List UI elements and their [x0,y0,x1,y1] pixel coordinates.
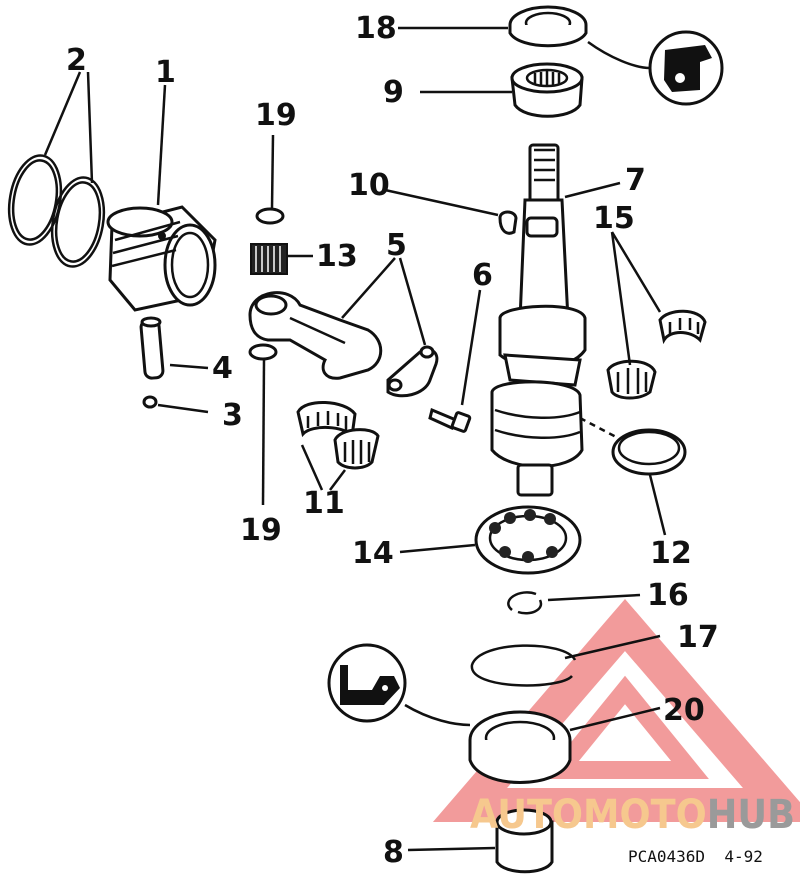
callout-18: 18 [355,11,397,46]
lower-oil-seal [468,710,572,784]
callout-19-bottom: 19 [240,513,282,548]
ball-bearing [474,505,582,575]
callout-13: 13 [316,239,358,274]
callout-5: 5 [386,228,407,263]
callout-8: 8 [383,835,404,870]
rod-needle-bearings [296,400,380,470]
watermark-text-suffix: HUB [707,792,795,838]
retaining-ring-small [507,591,543,615]
sealant-detail-bottom [327,643,407,723]
wrist-pin-needle-bearing [250,243,288,275]
piston-pin [139,316,165,380]
main-bearing-halves [606,309,707,400]
callout-numbers: 18 9 2 1 19 10 7 15 13 5 6 4 3 11 19 12 … [66,11,719,870]
upper-roller-bearing [510,62,584,118]
bushing [495,808,554,874]
top-oil-seal [508,5,588,48]
connecting-rod [248,291,383,380]
pin-retainer [142,395,158,409]
piston-rings [7,154,106,268]
callout-1: 1 [155,55,176,90]
callout-11: 11 [303,486,345,521]
callout-2: 2 [66,43,87,78]
figure-code: PCA0436D 4-92 [628,847,763,866]
rod-cap [386,345,439,398]
watermark-text-prefix: AUTOMOTO [470,792,707,838]
watermark-text: AUTOMOTOHUB [470,792,795,838]
woodruff-key [498,210,518,235]
seal-ring [611,428,687,476]
callout-16: 16 [647,578,689,613]
callout-7: 7 [625,163,646,198]
callout-12: 12 [650,536,692,571]
callout-3: 3 [222,398,243,433]
seal-ring-leader-dash [579,416,619,440]
crankshaft [490,143,587,497]
callout-14: 14 [352,536,394,571]
piston [106,205,217,312]
retaining-ring-large [470,644,577,687]
thrust-washer-bottom [248,343,278,361]
sealant-detail-top [648,30,724,106]
callout-17: 17 [677,620,719,655]
callout-10: 10 [348,168,390,203]
callout-20: 20 [663,693,705,728]
callout-4: 4 [212,351,233,386]
rod-cap-screw [428,407,472,433]
callout-15: 15 [593,201,635,236]
leader-lines [43,26,667,852]
callout-6: 6 [472,258,493,293]
callout-19-top: 19 [255,98,297,133]
thrust-washer-top [255,207,285,225]
callout-9: 9 [383,75,404,110]
